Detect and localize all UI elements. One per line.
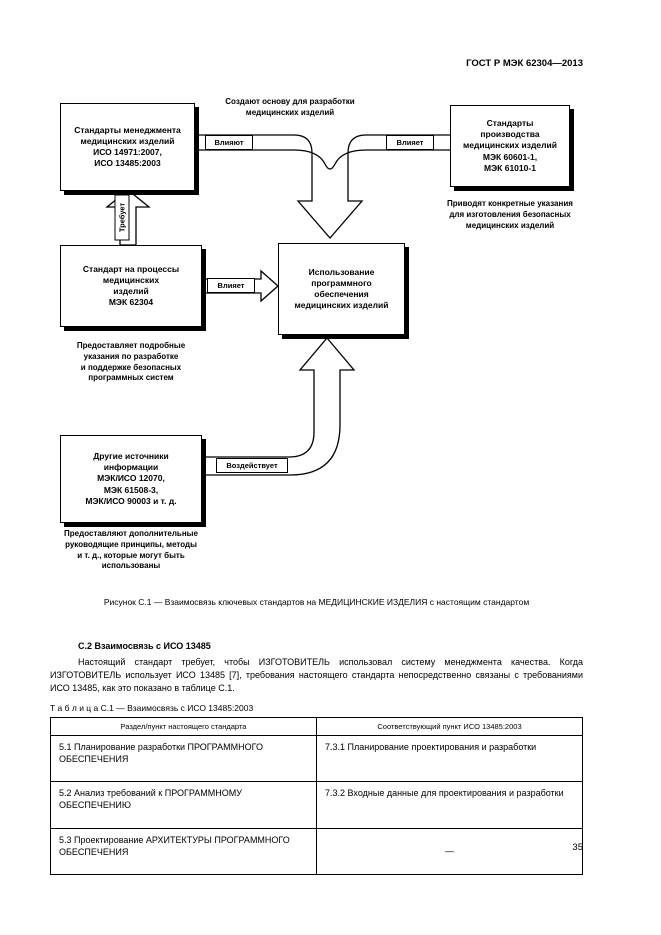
table-row: 5.2 Анализ требований к ПРОГРАММНОМУ ОБЕ…	[50, 781, 583, 829]
table-row: 5.3 Проектирование АРХИТЕКТУРЫ ПРОГРАММН…	[50, 827, 583, 875]
note-sources: Предоставляют дополнительные руководящие…	[64, 529, 198, 571]
table-cell-iso: 7.3.2 Входные данные для проектирования …	[316, 781, 583, 829]
correspondence-table: Раздел/пункт настоящего стандарта Соотве…	[50, 717, 583, 875]
label-influence-mid: Влияет	[207, 278, 255, 293]
affects-arrow	[201, 336, 356, 476]
table-cell-clause: 5.2 Анализ требований к ПРОГРАММНОМУ ОБЕ…	[50, 781, 317, 829]
section-paragraph: Настоящий стандарт требует, чтобы ИЗГОТО…	[50, 657, 583, 693]
table-cell-iso: 7.3.1 Планирование проектирования и разр…	[316, 734, 583, 783]
figure-caption: Рисунок С.1 — Взаимосвязь ключевых станд…	[103, 597, 530, 607]
label-influence-right: Влияет	[386, 135, 434, 150]
note-production: Приводят конкретные указания для изготов…	[447, 199, 573, 230]
box-software-usage: Использование программного обеспечения м…	[278, 243, 405, 335]
table-title: Т а б л и ц а С.1 — Взаимосвязь с ИСО 13…	[50, 703, 254, 713]
table-header-left: Раздел/пункт настоящего стандарта	[50, 717, 317, 736]
table-cell-clause: 5.3 Проектирование АРХИТЕКТУРЫ ПРОГРАММН…	[50, 827, 317, 875]
table-header-row: Раздел/пункт настоящего стандарта Соотве…	[50, 717, 583, 736]
merge-arrow	[195, 134, 453, 239]
label-affects: Воздействует	[216, 458, 288, 473]
label-requires: Требует	[114, 194, 130, 241]
section-heading: С.2 Взаимосвязь с ИСО 13485	[78, 641, 211, 651]
figure-c1: Создают основу для разработки медицински…	[0, 95, 661, 590]
document-header: ГОСТ Р МЭК 62304—2013	[466, 58, 583, 69]
table-header-right: Соответствующий пункт ИСО 13485:2003	[316, 717, 583, 736]
box-management-standards: Стандарты менеджмента медицинских издели…	[60, 103, 195, 191]
page-number: 35	[572, 842, 583, 853]
box-process-standard: Стандарт на процессы медицинских изделий…	[60, 245, 202, 327]
box-production-standards: Стандарты производства медицинских издел…	[450, 105, 570, 187]
table-cell-iso: —	[316, 827, 583, 875]
table-row: 5.1 Планирование разработки ПРОГРАММНОГО…	[50, 734, 583, 783]
note-basis: Создают основу для разработки медицински…	[225, 97, 355, 117]
label-influence-left: Влияют	[205, 135, 253, 150]
box-other-sources: Другие источники информации МЭК/ИСО 1207…	[60, 435, 202, 523]
note-process: Предоставляет подробные указания по разр…	[76, 341, 186, 383]
table-cell-clause: 5.1 Планирование разработки ПРОГРАММНОГО…	[50, 734, 317, 783]
